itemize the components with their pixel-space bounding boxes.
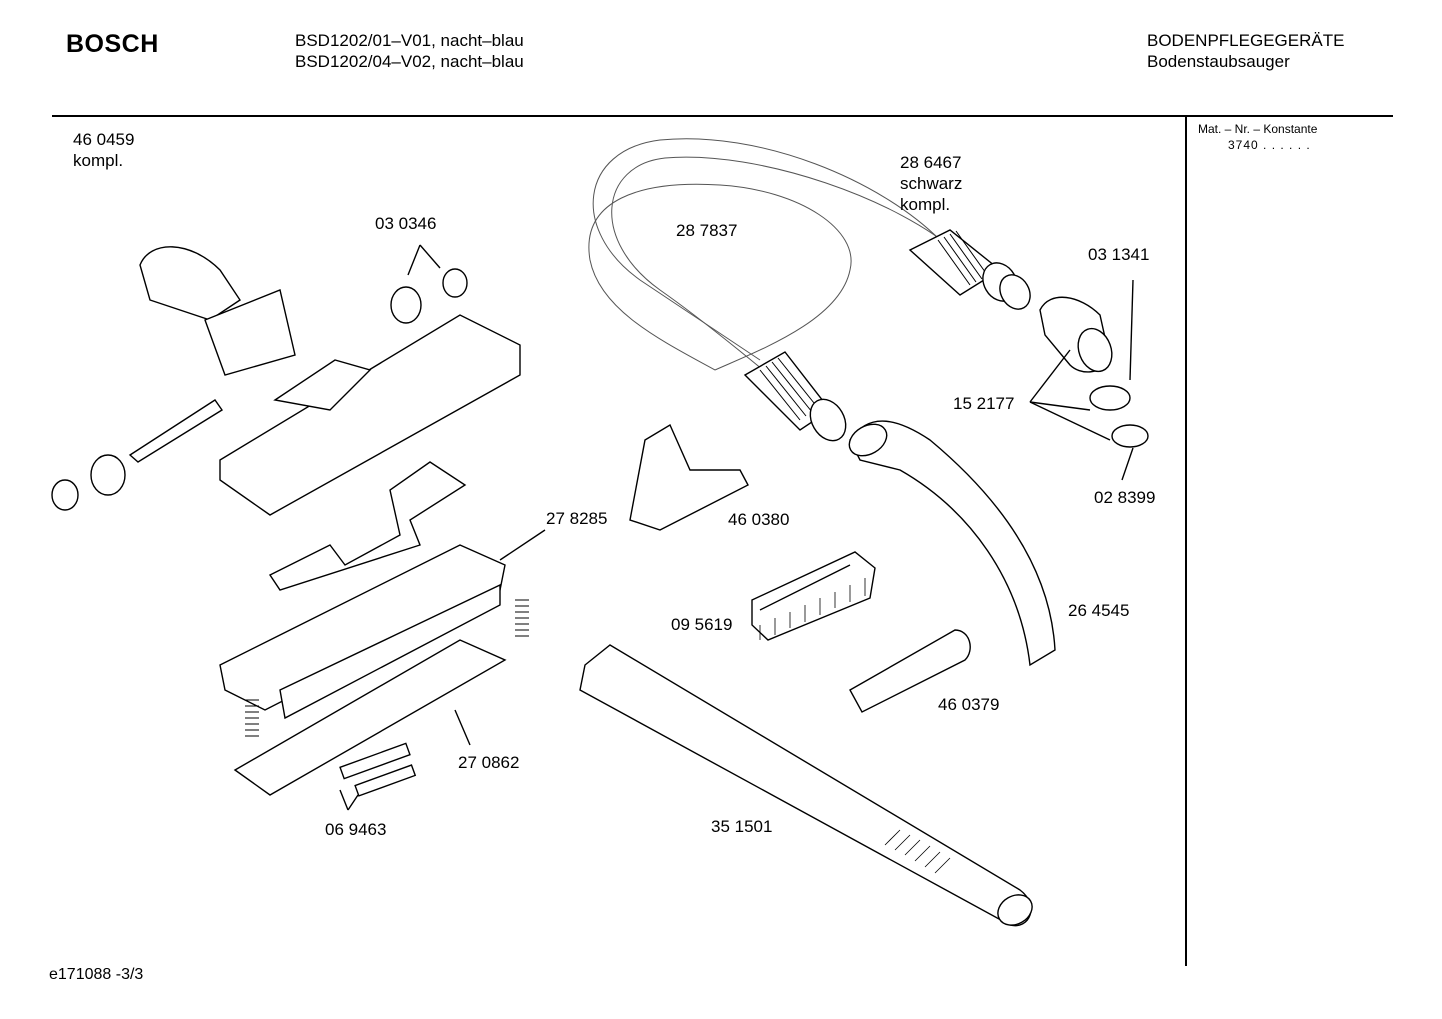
part-069463-label: 06 9463 [325, 820, 387, 839]
hose-connector-upper [908, 229, 1031, 310]
upholstery-nozzle [629, 423, 749, 531]
mat-nr-value: 3740 . . . . . . [1228, 138, 1311, 152]
clip-rings [1029, 349, 1149, 481]
crevice-tool [849, 629, 971, 713]
hose-loop-drawing [588, 138, 961, 381]
part-460459-label: 46 0459 [73, 130, 135, 149]
category-title: BODENPFLEGEGERÄTE [1147, 31, 1345, 50]
part-460459-note: kompl. [73, 151, 124, 170]
part-460379-label: 46 0379 [938, 695, 1000, 714]
part-030346-label: 03 0346 [375, 214, 437, 233]
springs [245, 599, 529, 737]
mat-nr-title: Mat. – Nr. – Konstante [1198, 122, 1318, 136]
bosch-logo: BOSCH [66, 30, 159, 58]
part-460380-label: 46 0380 [728, 510, 790, 529]
elbow-connector [1039, 279, 1134, 381]
part-028399-label: 02 8399 [1094, 488, 1156, 507]
part-264545-label: 26 4545 [1068, 601, 1130, 620]
part-152177-label: 15 2177 [953, 394, 1015, 413]
telescopic-tube [579, 644, 1033, 927]
sole-plate-assembly [219, 461, 546, 811]
curved-handle [848, 420, 1056, 667]
part-286467-label: 28 6467 [900, 153, 962, 172]
part-286467-note-kompl: kompl. [900, 195, 951, 214]
part-095619-label: 09 5619 [671, 615, 733, 634]
part-286467-note-color: schwarz [900, 174, 963, 193]
subcategory-title: Bodenstaubsauger [1147, 52, 1290, 71]
hose-connector-lower [743, 351, 847, 442]
document-code: e171088 -3/3 [49, 966, 144, 983]
dusting-brush [751, 551, 876, 641]
part-031341-label: 03 1341 [1088, 245, 1150, 264]
part-270862-label: 27 0862 [458, 753, 520, 772]
model-line-1: BSD1202/01–V01, nacht–blau [295, 31, 524, 50]
part-278285-label: 27 8285 [546, 509, 608, 528]
model-line-2: BSD1202/04–V02, nacht–blau [295, 52, 524, 71]
part-287837-label: 28 7837 [676, 221, 738, 240]
floor-nozzle-assembly [51, 244, 521, 516]
part-351501-label: 35 1501 [711, 817, 773, 836]
